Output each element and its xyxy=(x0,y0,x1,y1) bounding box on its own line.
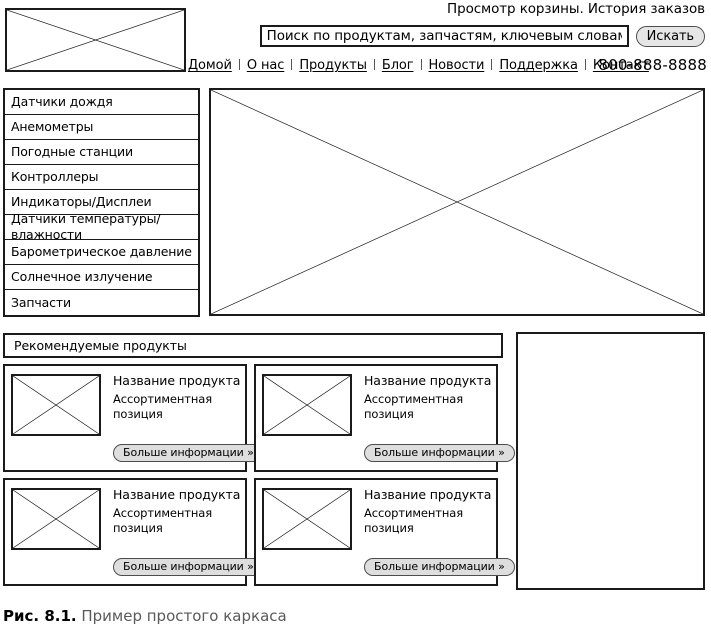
more-info-button[interactable]: Больше информации » xyxy=(364,444,515,462)
cross-placeholder-icon xyxy=(264,490,350,548)
sidebar-item-indicators-displays[interactable]: Индикаторы/Дисплеи xyxy=(5,190,198,215)
cross-placeholder-icon xyxy=(13,490,99,548)
cross-placeholder-icon xyxy=(211,90,703,314)
figure-caption-text: Пример простого каркаса xyxy=(76,607,287,625)
sidebar-item-temperature-humidity-sensors[interactable]: Датчики температуры/влажности xyxy=(5,211,198,242)
product-title: Название продукта xyxy=(113,373,241,388)
search-input[interactable] xyxy=(259,25,629,47)
sidebar-item-solar-radiation[interactable]: Солнечное излучение xyxy=(5,265,198,290)
product-card[interactable]: Название продукта Ассортиментная позиция… xyxy=(254,364,515,472)
more-info-button[interactable]: Больше информации » xyxy=(113,558,264,576)
right-sidebar-panel xyxy=(516,332,705,590)
logo-placeholder[interactable] xyxy=(5,8,186,72)
search-row: Искать xyxy=(259,25,705,47)
recommended-products-header: Рекомендуемые продукты xyxy=(3,333,503,358)
product-description: Ассортиментная позиция xyxy=(364,392,464,421)
product-card[interactable]: Название продукта Ассортиментная позиция… xyxy=(254,478,515,586)
nav-item-about[interactable]: О нас xyxy=(246,58,285,73)
cross-placeholder-icon xyxy=(7,10,184,70)
sidebar-item-barometric-pressure[interactable]: Барометрическое давление xyxy=(5,240,198,265)
product-image-placeholder[interactable] xyxy=(11,374,101,436)
search-button[interactable]: Искать xyxy=(635,25,705,47)
cross-placeholder-icon xyxy=(13,376,99,434)
sidebar-item-rain-sensors[interactable]: Датчики дождя xyxy=(5,90,198,115)
more-info-button[interactable]: Больше информации » xyxy=(364,558,515,576)
nav-item-home[interactable]: Домой xyxy=(188,58,232,73)
nav-separator xyxy=(373,59,375,70)
product-title: Название продукта xyxy=(364,373,492,388)
category-sidebar: Датчики дождя Анемометры Погодные станци… xyxy=(3,88,200,317)
cross-placeholder-icon xyxy=(264,376,350,434)
product-image-placeholder[interactable] xyxy=(262,374,352,436)
product-description: Ассортиментная позиция xyxy=(113,506,213,535)
nav-item-news[interactable]: Новости xyxy=(428,58,485,73)
product-title: Название продукта xyxy=(364,487,492,502)
figure-number: Рис. 8.1. xyxy=(3,607,77,625)
figure-caption: Рис. 8.1. Пример простого каркаса xyxy=(3,606,287,627)
more-info-button[interactable]: Больше информации » xyxy=(113,444,264,462)
sidebar-item-weather-stations[interactable]: Погодные станции xyxy=(5,140,198,165)
product-card[interactable]: Название продукта Ассортиментная позиция… xyxy=(3,364,264,472)
nav-item-contact[interactable]: Контакт xyxy=(592,58,649,73)
sidebar-item-controllers[interactable]: Контроллеры xyxy=(5,165,198,190)
main-nav: Домой О нас Продукты Блог Новости Поддер… xyxy=(188,57,649,74)
sidebar-item-spare-parts[interactable]: Запчасти xyxy=(5,290,198,315)
product-card[interactable]: Название продукта Ассортиментная позиция… xyxy=(3,478,264,586)
phone-number: 800-888-8888 xyxy=(598,56,707,74)
nav-separator xyxy=(291,59,293,70)
nav-item-blog[interactable]: Блог xyxy=(381,58,414,73)
product-image-placeholder[interactable] xyxy=(262,488,352,550)
nav-separator xyxy=(420,59,422,70)
nav-separator xyxy=(491,59,493,70)
product-title: Название продукта xyxy=(113,487,241,502)
hero-image-placeholder[interactable] xyxy=(209,88,705,316)
product-description: Ассортиментная позиция xyxy=(113,392,213,421)
product-image-placeholder[interactable] xyxy=(11,488,101,550)
cart-and-orders-link[interactable]: Просмотр корзины. История заказов xyxy=(447,1,705,17)
nav-separator xyxy=(238,59,240,70)
nav-item-products[interactable]: Продукты xyxy=(299,58,367,73)
nav-item-support[interactable]: Поддержка xyxy=(499,58,578,73)
product-description: Ассортиментная позиция xyxy=(364,506,464,535)
sidebar-item-anemometers[interactable]: Анемометры xyxy=(5,115,198,140)
nav-separator xyxy=(584,59,586,70)
